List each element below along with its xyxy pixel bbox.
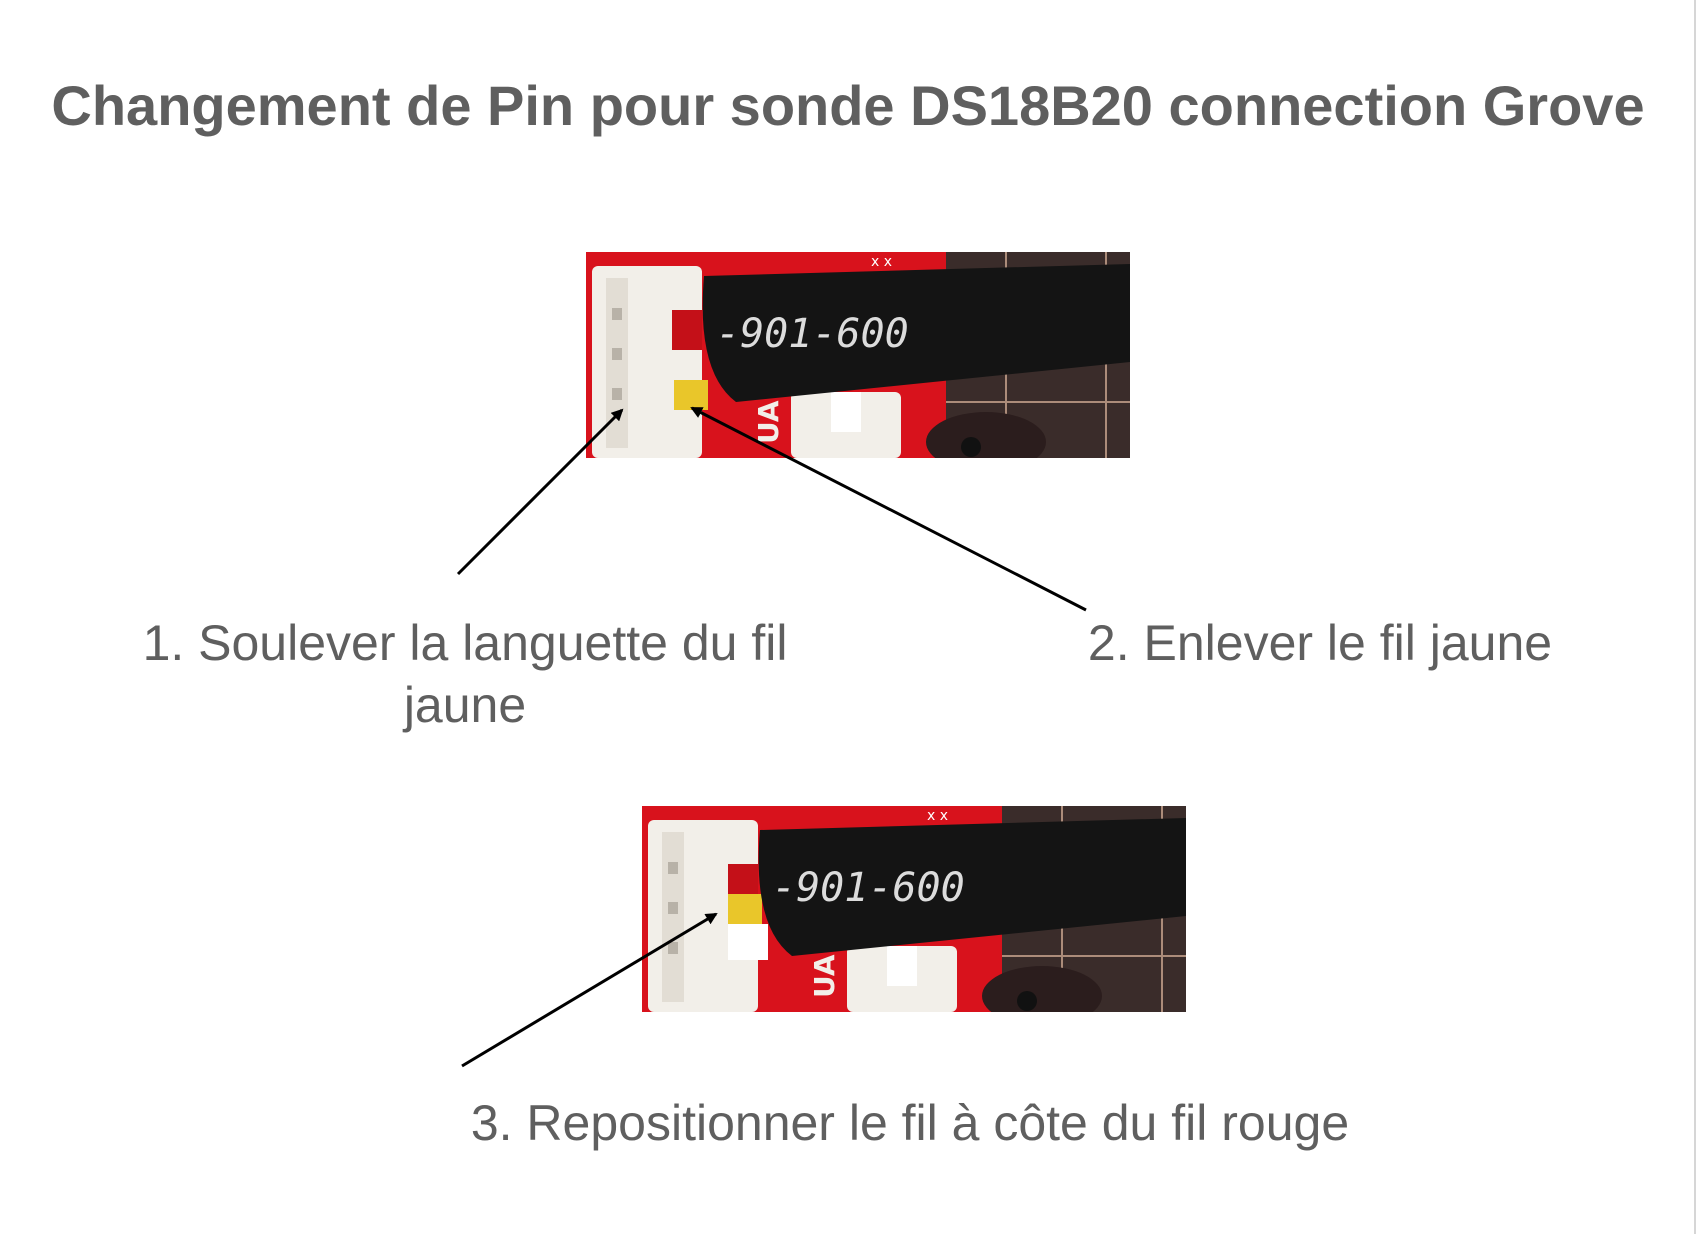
cable-print-text: -901-600 [772, 865, 965, 911]
cable-print-text: -901-600 [716, 311, 909, 357]
step-2-caption: 2. Enlever le fil jaune [1087, 615, 1553, 671]
step-3-caption: 3. Repositionner le fil à côte du fil ro… [470, 1095, 1350, 1151]
slide-title: Changement de Pin pour sonde DS18B20 con… [51, 74, 1645, 137]
arrow-step-1 [456, 408, 624, 576]
arrow-step-2 [690, 406, 1087, 612]
arrow-step-3 [461, 912, 718, 1068]
step-1-caption: 1. Soulever la languette du fil jaune [142, 615, 788, 733]
board-print-text: UA [752, 400, 785, 444]
connector-photo-before: x x -901-600 UA [586, 252, 1130, 458]
connector-photo-after: x x -901-600 UA [642, 806, 1186, 1012]
board-print-text: UA [808, 954, 841, 998]
svg-text:x x: x x [871, 254, 892, 270]
slide-right-edge [1694, 0, 1696, 1234]
svg-text:x x: x x [927, 808, 948, 824]
